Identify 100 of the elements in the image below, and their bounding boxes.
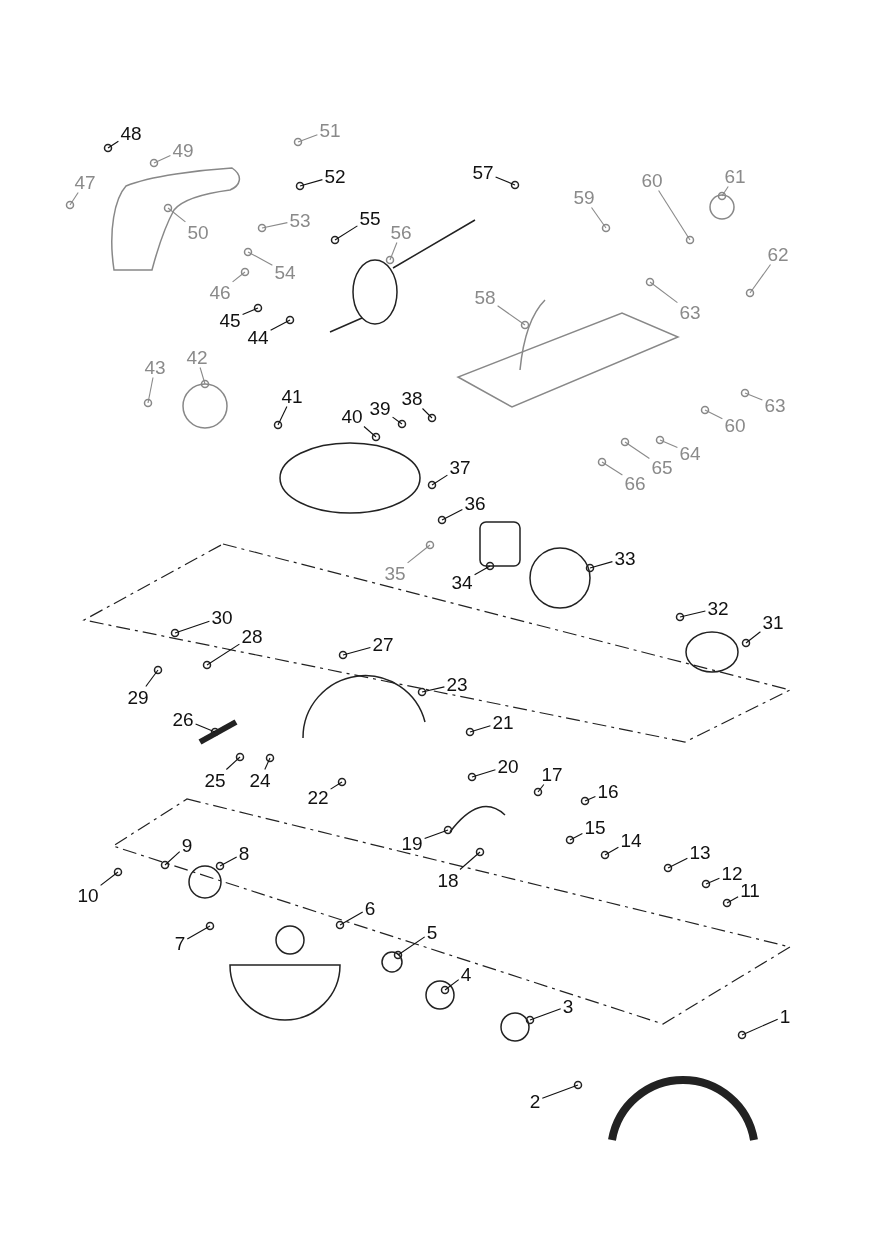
callout-number: 20 — [497, 756, 519, 776]
callout-number: 10 — [77, 885, 99, 905]
callout-number: 49 — [172, 140, 194, 160]
leader-line — [195, 723, 216, 733]
callout-number: 32 — [707, 598, 729, 618]
leader-line — [206, 643, 240, 666]
leader-line — [147, 376, 154, 404]
leader-line — [69, 191, 79, 206]
leader-line — [474, 565, 491, 576]
leader-line — [444, 979, 460, 991]
callout-number: 31 — [762, 612, 784, 632]
callout-number: 17 — [541, 764, 563, 784]
leader-line — [745, 631, 761, 644]
callout-number: 51 — [319, 120, 341, 140]
leader-line — [264, 757, 271, 771]
callout-number: 44 — [247, 327, 269, 347]
leader-line — [297, 134, 318, 143]
callout-number: 9 — [181, 835, 193, 855]
leader-line — [741, 1018, 779, 1036]
leader-line — [225, 756, 241, 771]
leader-line — [497, 305, 526, 326]
callout-number: 22 — [307, 787, 329, 807]
leader-line — [659, 439, 678, 449]
callout-number: 27 — [372, 634, 394, 654]
callout-number: 59 — [573, 187, 595, 207]
leader-line — [529, 1008, 562, 1021]
leader-line — [164, 851, 181, 866]
leader-line — [299, 179, 323, 187]
leader-line — [261, 222, 288, 229]
leader-line — [219, 856, 238, 867]
callout-number: 2 — [529, 1091, 541, 1111]
callout-number: 26 — [172, 709, 194, 729]
callout-number: 47 — [74, 172, 96, 192]
callout-number: 57 — [472, 162, 494, 182]
callout-number: 13 — [689, 842, 711, 862]
leader-line — [624, 441, 650, 460]
leader-line — [541, 1084, 579, 1099]
leader-line — [389, 241, 398, 261]
leader-line — [153, 155, 171, 164]
callout-number: 1 — [779, 1006, 791, 1026]
callout-number: 65 — [651, 457, 673, 477]
callout-number: 60 — [641, 170, 663, 190]
leader-line — [334, 225, 358, 241]
leader-line — [247, 251, 273, 266]
callout-number: 8 — [238, 843, 250, 863]
callout-number: 66 — [624, 473, 646, 493]
callout-number: 3 — [562, 996, 574, 1016]
leader-line — [431, 474, 448, 486]
callout-number: 40 — [341, 406, 363, 426]
callout-number: 33 — [614, 548, 636, 568]
callout-number: 46 — [209, 282, 231, 302]
callout-number: 7 — [174, 933, 186, 953]
callout-number: 52 — [324, 166, 346, 186]
leader-line — [421, 407, 433, 419]
leader-line — [658, 189, 691, 241]
callout-number: 63 — [764, 395, 786, 415]
leader-line — [679, 610, 706, 618]
leader-line — [569, 832, 583, 841]
callout-number: 58 — [474, 287, 496, 307]
leader-line — [441, 508, 463, 521]
leader-line — [604, 846, 619, 856]
callout-number: 19 — [401, 833, 423, 853]
callout-number: 54 — [274, 262, 296, 282]
callout-number: 45 — [219, 310, 241, 330]
leader-line — [744, 392, 763, 401]
leader-line — [277, 405, 288, 426]
leader-line — [601, 461, 623, 476]
leader-line — [407, 544, 431, 564]
leader-line — [339, 911, 364, 926]
leader-line — [397, 936, 426, 956]
leader-line — [705, 877, 720, 885]
callout-number: 14 — [620, 830, 642, 850]
leader-line — [469, 725, 491, 733]
leader-line — [167, 207, 186, 223]
leader-line — [392, 416, 403, 425]
leader-line — [424, 829, 449, 840]
leader-line — [199, 366, 206, 385]
callout-number: 50 — [187, 222, 209, 242]
callout-number: 56 — [390, 222, 412, 242]
callout-number: 64 — [679, 443, 701, 463]
callout-number: 41 — [281, 386, 303, 406]
leader-line — [537, 783, 545, 793]
callout-number: 18 — [437, 870, 459, 890]
leader-line — [726, 896, 739, 904]
leader-line — [590, 206, 607, 229]
callout-number: 43 — [144, 357, 166, 377]
leader-line — [667, 857, 688, 869]
leader-line — [363, 425, 377, 438]
callout-number: 11 — [740, 880, 760, 900]
callout-number: 29 — [127, 687, 149, 707]
leader-line — [421, 686, 445, 693]
callout-number: 4 — [460, 964, 472, 984]
leader-line — [704, 409, 723, 420]
leader-line — [584, 795, 596, 802]
leader-line — [100, 871, 119, 886]
leader-line — [649, 281, 678, 304]
leader-line — [342, 646, 371, 656]
callout-number: 39 — [369, 398, 391, 418]
callout-number: 24 — [249, 770, 271, 790]
callout-number: 42 — [186, 347, 208, 367]
